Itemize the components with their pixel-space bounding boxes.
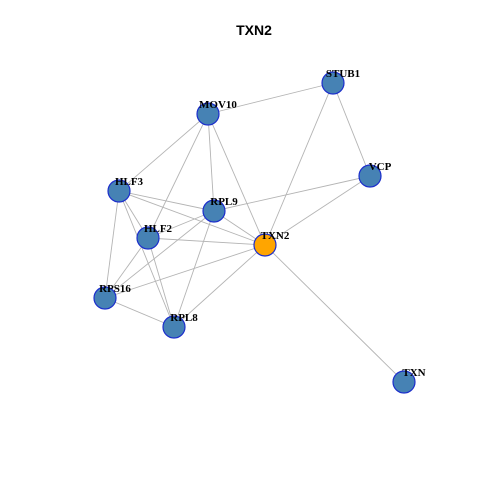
node-rpl9 <box>202 199 226 223</box>
node-txn2 <box>253 233 277 257</box>
edge-hlf3-rpl9 <box>118 190 215 212</box>
node-rps16 <box>93 286 117 310</box>
edge-hlf2-txn2 <box>147 237 266 246</box>
edges-layer <box>104 82 405 383</box>
node-label-hlf3: HLF3 <box>115 176 144 188</box>
node-mov10 <box>196 102 220 126</box>
node-label-rps16: RPS16 <box>99 283 131 295</box>
edge-hlf3-rpl8 <box>118 190 175 328</box>
edge-mov10-stub1 <box>207 82 334 115</box>
node-rpl8 <box>162 315 186 339</box>
edge-hlf2-rpl8 <box>147 237 175 328</box>
node-label-mov10: MOV10 <box>199 99 237 111</box>
node-label-hlf2: HLF2 <box>144 223 173 235</box>
edge-rpl9-rpl8 <box>173 210 215 328</box>
node-label-rpl9: RPL9 <box>210 196 238 208</box>
node-hlf2 <box>136 226 160 250</box>
node-stub1 <box>321 71 345 95</box>
node-label-txn2: TXN2 <box>261 230 290 242</box>
node-label-rpl8: RPL8 <box>170 312 198 324</box>
edge-mov10-txn2 <box>207 113 266 246</box>
edge-txn2-rps16 <box>104 244 266 299</box>
edge-txn2-rpl8 <box>173 244 266 328</box>
edge-stub1-vcp <box>332 82 371 177</box>
nodes-layer <box>93 71 416 394</box>
node-vcp <box>358 164 382 188</box>
figure-title: TXN2 <box>236 22 272 38</box>
edge-mov10-hlf2 <box>147 113 209 239</box>
edge-hlf3-rps16 <box>104 190 120 299</box>
edge-txn2-txn <box>264 244 405 383</box>
node-txn <box>392 370 416 394</box>
node-label-vcp: VCP <box>369 161 392 173</box>
edge-rps16-rpl8 <box>104 297 175 328</box>
edge-vcp-rpl9 <box>213 175 371 212</box>
edge-hlf3-txn2 <box>118 190 266 246</box>
edge-rpl9-hlf2 <box>147 210 215 239</box>
edge-mov10-rpl9 <box>207 113 215 212</box>
edge-rpl9-rps16 <box>104 210 215 299</box>
edge-stub1-txn2 <box>264 82 334 246</box>
node-hlf3 <box>107 179 131 203</box>
node-label-txn: TXN <box>402 367 425 379</box>
edge-hlf2-rps16 <box>104 237 149 299</box>
node-label-stub1: STUB1 <box>326 68 360 80</box>
edge-vcp-txn2 <box>264 175 371 246</box>
edge-mov10-hlf3 <box>118 113 209 192</box>
